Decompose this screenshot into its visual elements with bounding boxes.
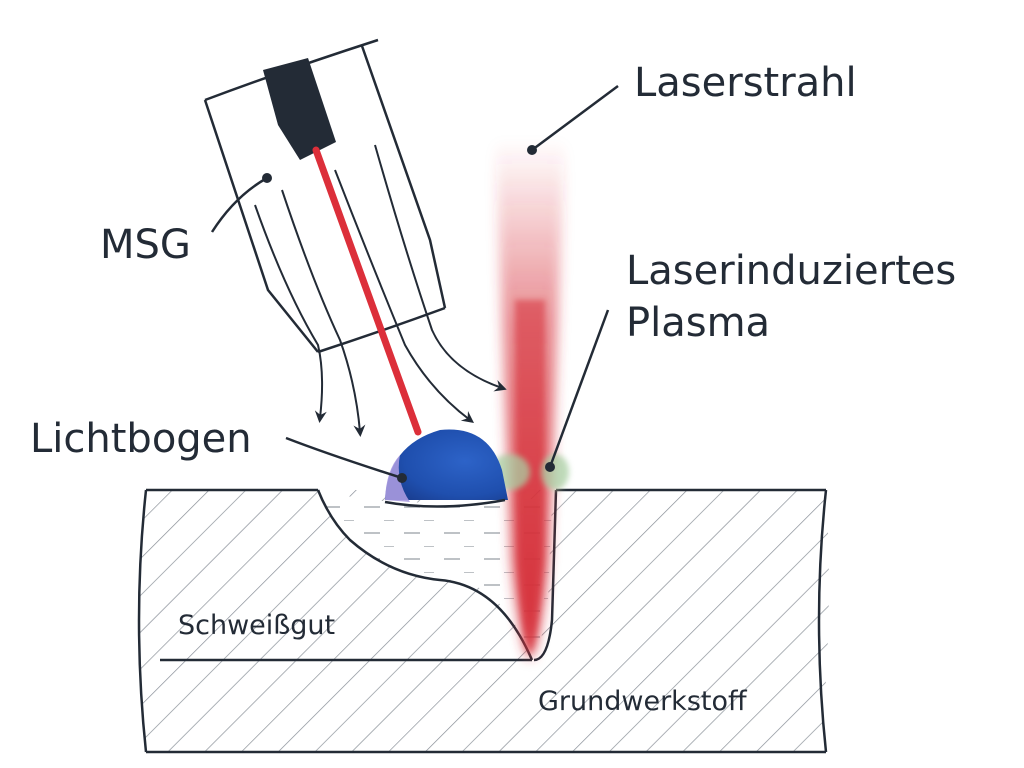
arc-label: Lichtbogen bbox=[30, 416, 252, 462]
laser-beam-label: Laserstrahl bbox=[634, 60, 857, 106]
weld-pool bbox=[316, 489, 552, 661]
plasma-label-line2: Plasma bbox=[626, 300, 770, 346]
leader-lines bbox=[210, 84, 619, 483]
electric-arc bbox=[384, 429, 508, 508]
weld-metal-label: Schweißgut bbox=[178, 610, 335, 641]
plasma-label-line1: Laserinduziertes bbox=[626, 248, 956, 294]
shielding-gas-arrows bbox=[254, 144, 507, 437]
base-material-label: Grundwerkstoff bbox=[538, 686, 748, 717]
mag-torch-label: MSG bbox=[100, 222, 191, 268]
laser-beam bbox=[495, 140, 565, 660]
welding-wire bbox=[312, 146, 422, 436]
keyhole bbox=[533, 489, 558, 662]
mag-torch bbox=[203, 38, 447, 354]
base-material bbox=[137, 488, 829, 754]
